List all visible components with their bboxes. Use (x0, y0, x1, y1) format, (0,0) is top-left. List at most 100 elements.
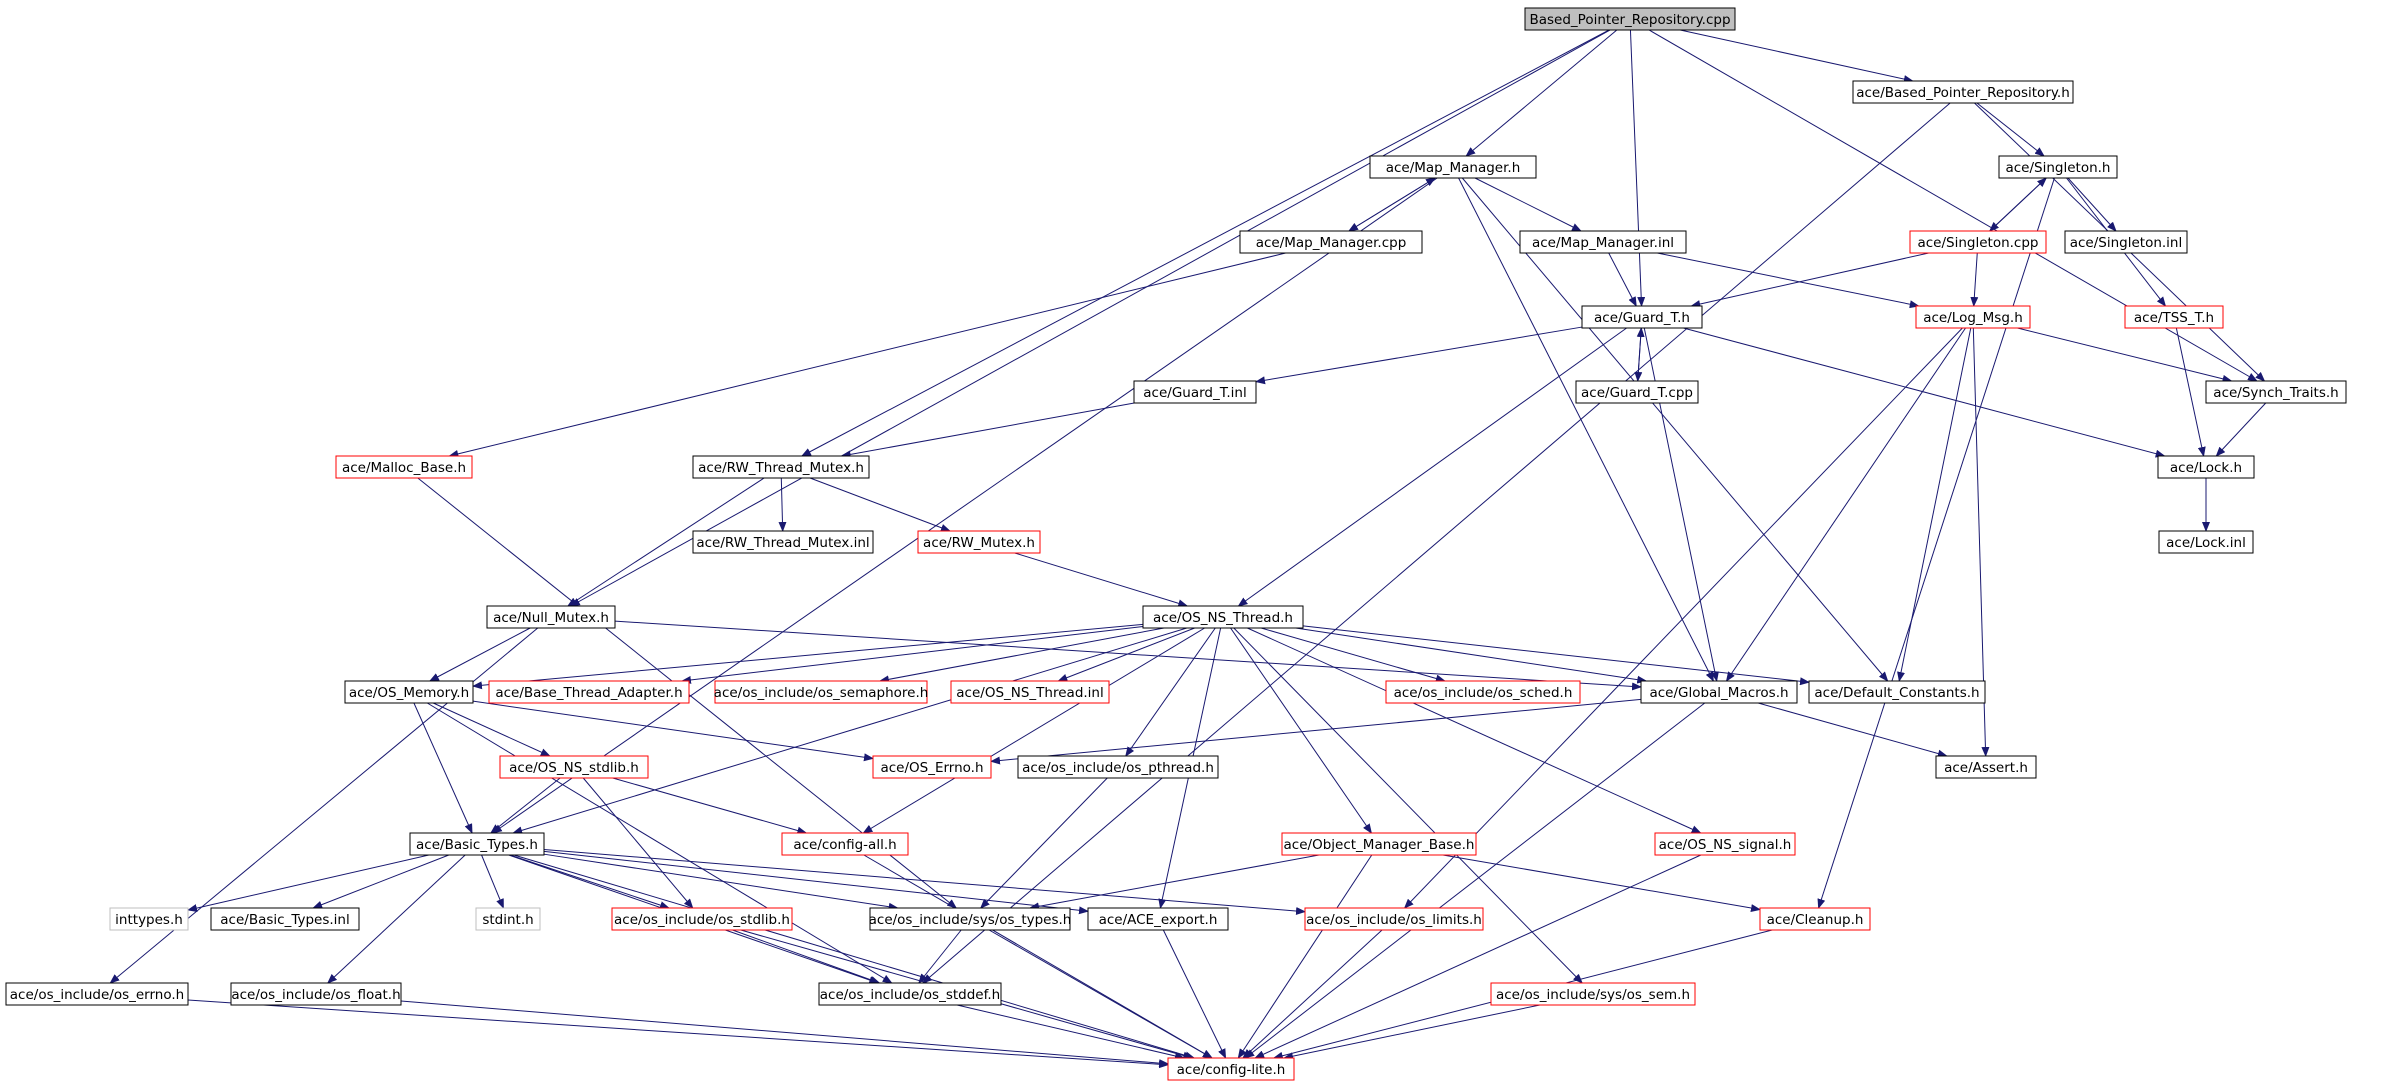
node-os-errno-h[interactable]: ace/OS_Errno.h (872, 755, 992, 779)
node-singleton-inl[interactable]: ace/Singleton.inl (2064, 230, 2188, 254)
edge-log_msg_h-to-global_macros_h (1725, 327, 1966, 682)
node-os-ns-thread-h[interactable]: ace/OS_NS_Thread.h (1142, 605, 1304, 629)
node-lock-inl[interactable]: ace/Lock.inl (2158, 530, 2254, 554)
node-guard-t-cpp[interactable]: ace/Guard_T.cpp (1575, 380, 1699, 404)
node-label: ace/Singleton.inl (2070, 235, 2183, 251)
edge-global_macros_h-to-os_errno_h (990, 698, 1642, 765)
node-rw-mutex-h[interactable]: ace/RW_Mutex.h (917, 530, 1041, 554)
node-singleton-h[interactable]: ace/Singleton.h (1998, 155, 2118, 179)
node-box (1490, 982, 1696, 1006)
edge-ace_export_h-to-config_lite_h (1162, 929, 1227, 1059)
node-ace-export-h[interactable]: ace/ACE_export.h (1087, 907, 1229, 931)
node-lock-h[interactable]: ace/Lock.h (2157, 455, 2255, 479)
node-singleton-cpp[interactable]: ace/Singleton.cpp (1909, 230, 2047, 254)
node-root[interactable]: Based_Pointer_Repository.cpp (1524, 7, 1736, 31)
node-guard-t-h[interactable]: ace/Guard_T.h (1581, 305, 1703, 329)
node-label: ace/RW_Mutex.h (923, 535, 1035, 551)
node-box (1519, 230, 1687, 254)
node-box (409, 832, 545, 856)
node-global-macros-h[interactable]: ace/Global_Macros.h (1640, 680, 1798, 704)
node-box (2157, 455, 2255, 479)
node-rw-thread-mutex-inl[interactable]: ace/RW_Thread_Mutex.inl (692, 530, 874, 554)
node-config-all-h[interactable]: ace/config-all.h (781, 832, 909, 856)
node-box (5, 982, 189, 1006)
node-cleanup-h[interactable]: ace/Cleanup.h (1759, 907, 1871, 931)
edge-os_memory_h-to-os_stddef_h (426, 702, 893, 984)
node-box (872, 755, 992, 779)
node-label: ace/os_include/os_sched.h (1394, 685, 1573, 701)
node-os-pthread-h[interactable]: ace/os_include/os_pthread.h (1017, 755, 1219, 779)
edge-map_manager_cpp-to-map_manager_h (1348, 177, 1436, 232)
edge-os_ns_thread_h-to-os_ns_thread_inl (1057, 627, 1195, 682)
edge-os_ns_thread_h-to-base_thread_adapter_h (680, 625, 1144, 684)
node-os-stdlib-h[interactable]: ace/os_include/os_stdlib.h (611, 907, 793, 931)
node-default-constants-h[interactable]: ace/Default_Constants.h (1808, 680, 1986, 704)
node-label: ace/os_include/os_errno.h (10, 987, 184, 1003)
node-label: ace/TSS_T.h (2134, 310, 2214, 326)
node-os-memory-h[interactable]: ace/OS_Memory.h (344, 680, 474, 704)
edge-singleton_cpp-to-log_msg_h (1970, 252, 1979, 307)
node-box (781, 832, 909, 856)
node-label: ace/Assert.h (1944, 760, 2028, 776)
edge-map_manager_h-to-basic_types_h (492, 177, 1438, 834)
edge-synch_traits_h-to-lock_h (2215, 402, 2267, 457)
node-map-manager-h[interactable]: ace/Map_Manager.h (1369, 155, 1537, 179)
edge-os_memory_h-to-os_ns_stdlib_h (432, 702, 551, 757)
node-basic-types-inl[interactable]: ace/Basic_Types.inl (210, 907, 360, 931)
node-base-thread-adapter-h[interactable]: ace/Base_Thread_Adapter.h (488, 680, 690, 704)
edge-os_memory_h-to-os_errno_h (472, 700, 874, 762)
node-object-manager-base-h[interactable]: ace/Object_Manager_Base.h (1281, 832, 1477, 856)
node-assert-h[interactable]: ace/Assert.h (1935, 755, 2037, 779)
node-os-float-h[interactable]: ace/os_include/os_float.h (230, 982, 402, 1006)
edge-sys_os_sem_h-to-config_lite_h (1283, 1004, 1541, 1061)
node-malloc-base-h[interactable]: ace/Malloc_Base.h (335, 455, 473, 479)
node-os-ns-stdlib-h[interactable]: ace/OS_NS_stdlib.h (499, 755, 649, 779)
edge-basic_types_h-to-os_limits_h (543, 848, 1306, 915)
node-os-semaphore-h[interactable]: ace/os_include/os_semaphore.h (714, 680, 929, 704)
node-sys-os-types-h[interactable]: ace/os_include/sys/os_types.h (869, 907, 1072, 931)
node-log-msg-h[interactable]: ace/Log_Msg.h (1915, 305, 2031, 329)
node-box (1167, 1057, 1295, 1081)
node-box (1852, 80, 2074, 104)
node-label: ace/Lock.inl (2166, 535, 2246, 551)
node-synch-traits-h[interactable]: ace/Synch_Traits.h (2205, 380, 2347, 404)
node-config-lite-h[interactable]: ace/config-lite.h (1167, 1057, 1295, 1081)
edge-tss_t_h-to-lock_h (2175, 327, 2206, 457)
edge-map_manager_h-to-global_macros_h (1458, 177, 1714, 682)
node-null-mutex-h[interactable]: ace/Null_Mutex.h (486, 605, 616, 629)
node-label: ace/Global_Macros.h (1649, 685, 1788, 701)
edge-bpr_h-to-singleton_h (1976, 102, 2045, 157)
node-inttypes-h[interactable]: inttypes.h (109, 907, 189, 931)
node-box (1133, 380, 1257, 404)
edge-basic_types_h-to-sys_os_types_h (543, 853, 899, 911)
edge-global_macros_h-to-config_lite_h (1244, 702, 1706, 1059)
node-label: ace/Map_Manager.h (1386, 160, 1521, 176)
edge-rw_thread_mutex_h-to-rw_mutex_h (809, 477, 951, 532)
node-box (1369, 155, 1537, 179)
node-label: ace/os_include/os_limits.h (1306, 912, 1482, 928)
node-map-manager-inl[interactable]: ace/Map_Manager.inl (1519, 230, 1687, 254)
node-bpr-h[interactable]: ace/Based_Pointer_Repository.h (1852, 80, 2074, 104)
node-os-stddef-h[interactable]: ace/os_include/os_stddef.h (818, 982, 1002, 1006)
node-guard-t-inl[interactable]: ace/Guard_T.inl (1133, 380, 1257, 404)
node-rw-thread-mutex-h[interactable]: ace/RW_Thread_Mutex.h (692, 455, 870, 479)
node-label: ace/Map_Manager.cpp (1256, 235, 1407, 251)
node-os-ns-signal-h[interactable]: ace/OS_NS_signal.h (1654, 832, 1796, 856)
node-label: ace/OS_NS_Thread.h (1153, 610, 1293, 626)
node-os-ns-thread-inl[interactable]: ace/OS_NS_Thread.inl (950, 680, 1110, 704)
node-basic-types-h[interactable]: ace/Basic_Types.h (409, 832, 545, 856)
node-tss-t-h[interactable]: ace/TSS_T.h (2124, 305, 2224, 329)
node-box (2205, 380, 2347, 404)
edge-root-to-bpr_h (1680, 29, 1914, 83)
node-os-limits-h[interactable]: ace/os_include/os_limits.h (1304, 907, 1484, 931)
node-os-include-errno-h[interactable]: ace/os_include/os_errno.h (5, 982, 189, 1006)
node-box (1909, 230, 2047, 254)
node-stdint-h[interactable]: stdint.h (475, 907, 541, 931)
node-os-sched-h[interactable]: ace/os_include/os_sched.h (1385, 680, 1581, 704)
edge-basic_types_h-to-stdint_h (481, 854, 504, 909)
node-sys-os-sem-h[interactable]: ace/os_include/sys/os_sem.h (1490, 982, 1696, 1006)
node-map-manager-cpp[interactable]: ace/Map_Manager.cpp (1239, 230, 1423, 254)
node-label: ace/os_include/sys/os_types.h (869, 912, 1072, 928)
edge-map_manager_h-to-map_manager_inl (1474, 177, 1582, 232)
node-box (499, 755, 649, 779)
